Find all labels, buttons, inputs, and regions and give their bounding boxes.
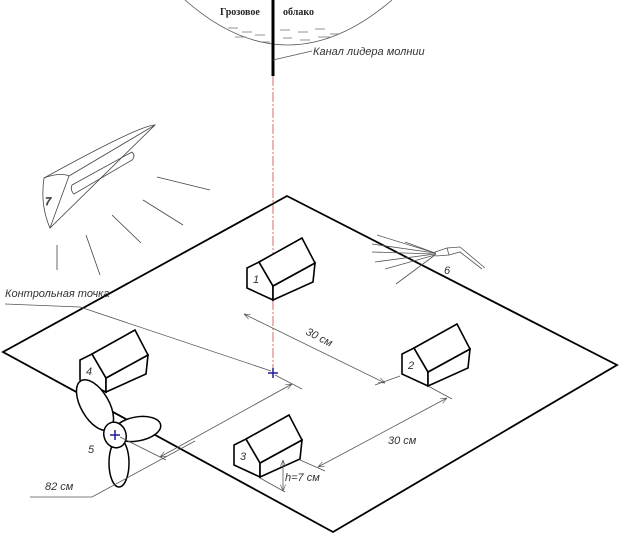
label-4: 4 bbox=[86, 366, 92, 378]
label-2: 2 bbox=[407, 360, 414, 372]
lamp-7: 7 bbox=[42, 124, 211, 276]
dim-label-fan: 82 см bbox=[45, 481, 74, 493]
label-7: 7 bbox=[45, 196, 52, 208]
control-point-leader bbox=[4, 303, 272, 372]
cloud-dashes bbox=[228, 27, 340, 43]
house-3: 3 bbox=[233, 413, 304, 479]
dim-label-2-3: 30 см bbox=[388, 435, 417, 447]
cloud-outline bbox=[184, 0, 393, 46]
ground-plane bbox=[1, 194, 619, 534]
channel-leader-line bbox=[272, 50, 313, 61]
control-point-marker bbox=[268, 368, 278, 378]
dimensions: 30 см 30 см h=7 см 82 см bbox=[30, 314, 453, 498]
fan-5: 5 bbox=[75, 379, 162, 488]
label-3: 3 bbox=[240, 451, 247, 463]
house-1: 1 bbox=[246, 236, 317, 302]
channel-label: Канал лидера молнии bbox=[313, 46, 425, 58]
control-point-label: Контрольная точка bbox=[5, 288, 109, 300]
dim-line-fan bbox=[160, 384, 292, 457]
fan-center-marker bbox=[110, 430, 120, 440]
label-5: 5 bbox=[88, 444, 95, 456]
dim-label-height: h=7 см bbox=[285, 472, 320, 484]
label-6: 6 bbox=[444, 265, 451, 277]
house-2: 2 bbox=[401, 322, 472, 388]
dim-line-2-3 bbox=[318, 398, 447, 467]
torch-6: 6 bbox=[371, 234, 486, 285]
dim-label-1-2: 30 см bbox=[304, 326, 335, 350]
dim-line-1-2 bbox=[244, 314, 385, 383]
cloud-label-left: Грозовое bbox=[220, 7, 260, 18]
cloud-label-right: облако bbox=[283, 7, 314, 18]
label-1: 1 bbox=[253, 274, 259, 286]
thundercloud: Грозовое облако bbox=[184, 0, 393, 46]
